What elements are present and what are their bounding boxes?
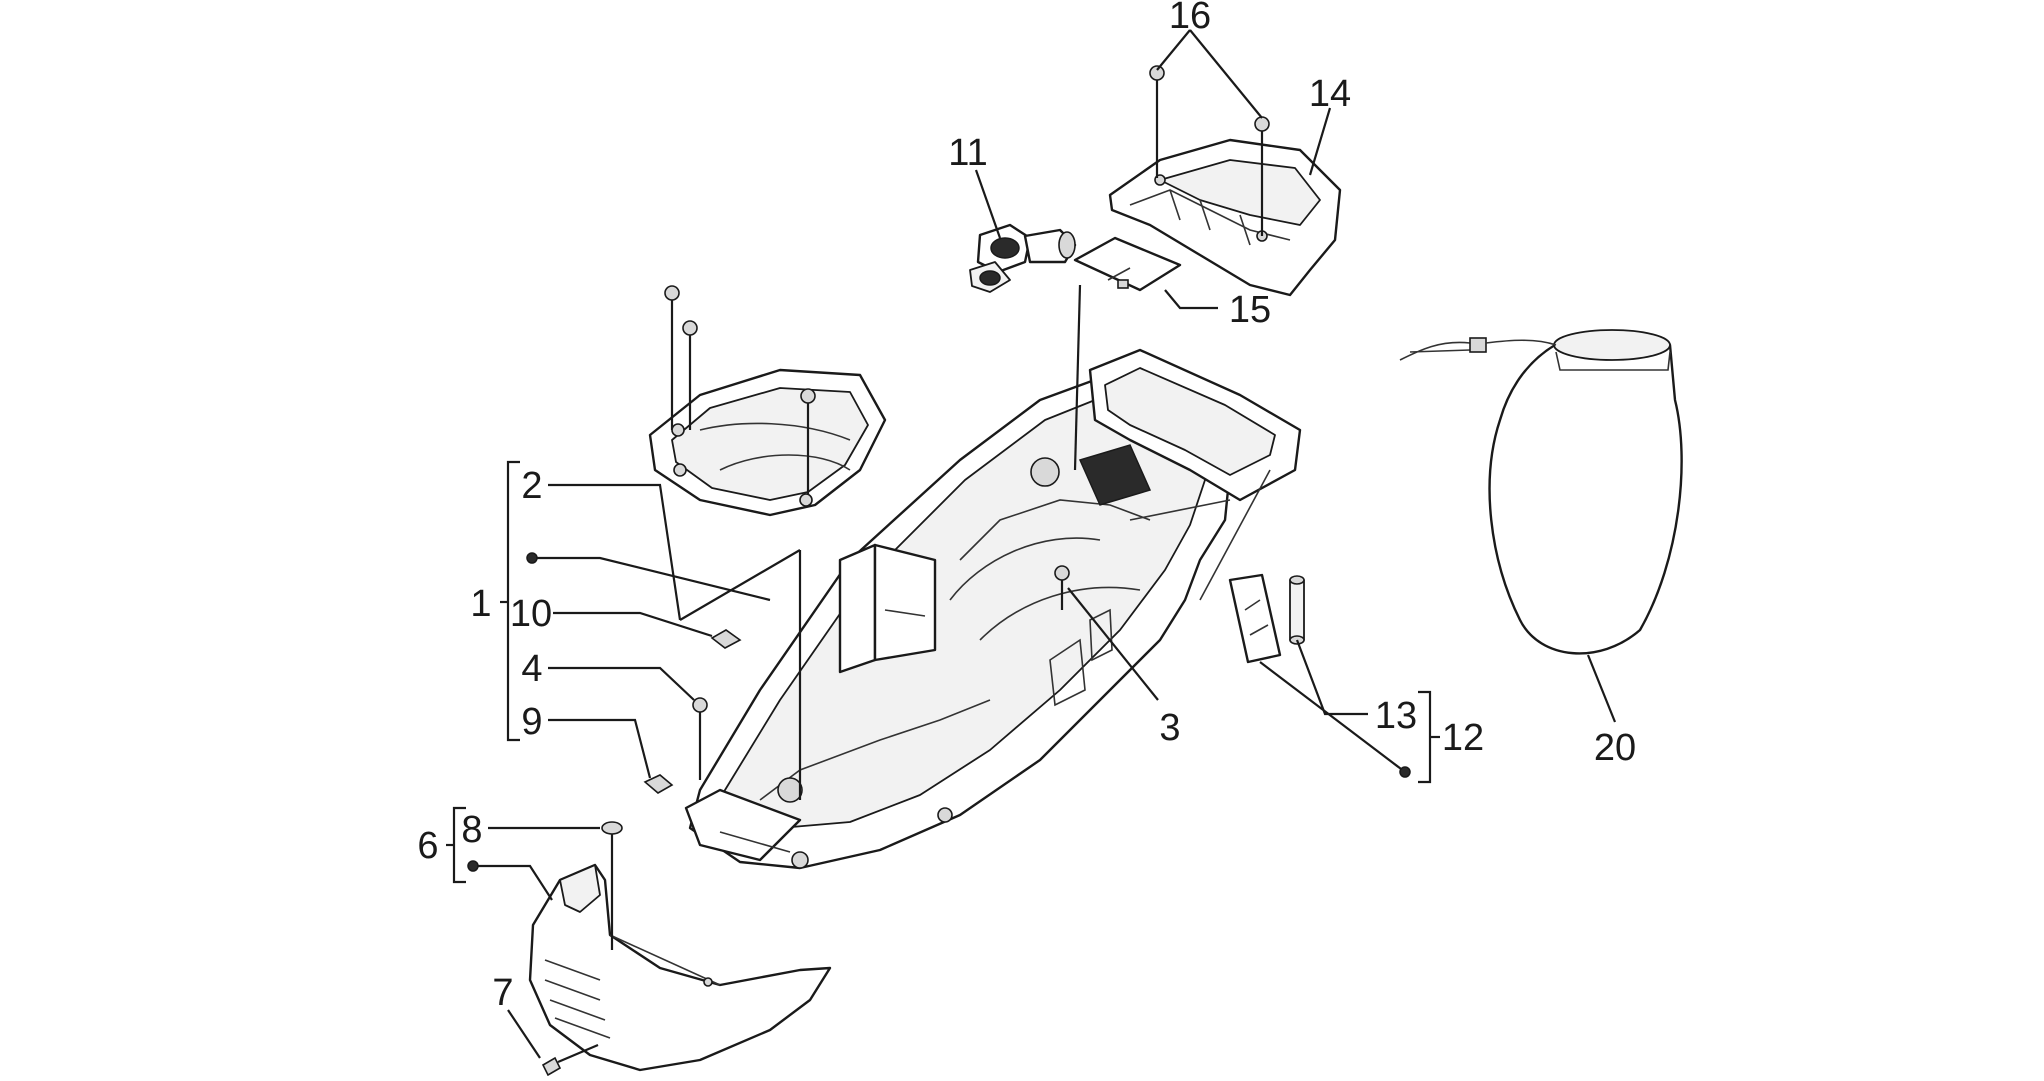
part-20-bag: [1399, 329, 1683, 655]
screw-icon: [800, 388, 816, 500]
helmet-compartment: [684, 348, 1302, 870]
screw-icon: [1149, 65, 1165, 178]
screw-icon: [1254, 116, 1270, 236]
screw-icon: [682, 320, 698, 430]
label-10: 10: [510, 593, 552, 635]
label-9: 9: [521, 701, 542, 743]
part-6-front-panel: [528, 863, 832, 1072]
label-2: 2: [521, 465, 542, 507]
part-11-socket-icon: [969, 223, 1077, 293]
label-20: 20: [1594, 727, 1636, 769]
label-6: 6: [417, 825, 438, 867]
part-4-screw-icon: [692, 697, 708, 780]
label-12: 12: [1442, 717, 1484, 759]
part-16-screws: [1149, 65, 1270, 236]
callout-labels: 16 14 11 15 2 1 10 4 9 3 8 6 7 13 12 20: [417, 0, 1636, 1014]
label-13: 13: [1375, 695, 1417, 737]
label-7: 7: [492, 972, 513, 1014]
label-1: 1: [470, 583, 491, 625]
part-9-nut-icon: [643, 774, 674, 794]
label-15: 15: [1229, 289, 1271, 331]
part-3-screw-icon: [1054, 565, 1070, 610]
screw-icon: [664, 285, 680, 430]
part-8-clip: [601, 821, 623, 950]
part-7-screw-icon: [541, 1043, 599, 1077]
label-3: 3: [1159, 707, 1180, 749]
part-2-cover: [648, 368, 887, 517]
cover-screws: [664, 285, 816, 507]
label-11: 11: [948, 132, 987, 174]
label-16: 16: [1169, 0, 1211, 37]
part-14-rear-cover: [1108, 138, 1342, 297]
label-14: 14: [1309, 73, 1351, 115]
label-4: 4: [521, 648, 542, 690]
leader-lines: [446, 29, 1617, 1059]
part-13-card-and-fuse: [1228, 573, 1305, 664]
part-10-nut-icon: [710, 629, 742, 649]
part-15-small-lid: [1073, 236, 1182, 292]
label-8: 8: [461, 809, 482, 851]
